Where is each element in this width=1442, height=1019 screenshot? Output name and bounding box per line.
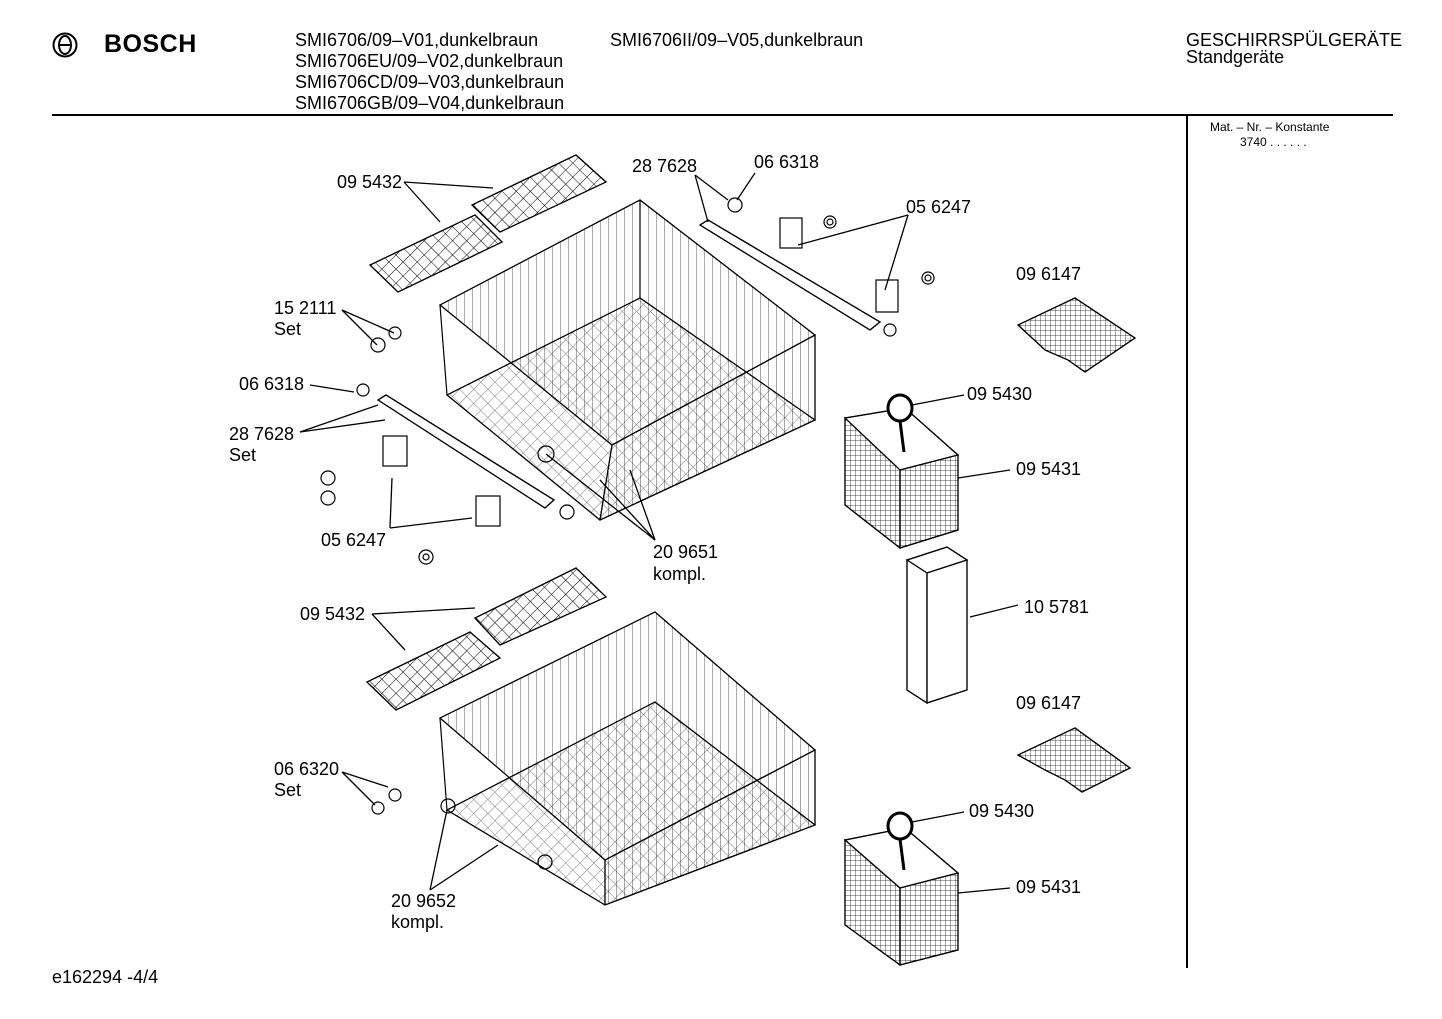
cup-shelf-graphic <box>474 567 608 646</box>
exploded-view-drawing <box>299 154 1137 967</box>
part-label-sub: Set <box>274 780 302 800</box>
part-label: 09 5432 <box>337 172 403 192</box>
model-line: SMI6706/09–V01,dunkelbraun <box>295 30 539 50</box>
category-title: GESCHIRRSPÜLGERÄTE <box>1186 30 1403 50</box>
leader-lines <box>299 172 1019 894</box>
part-label: 06 6318 <box>239 374 305 394</box>
header-rule <box>52 114 1393 116</box>
grid-insert-graphic <box>1016 727 1132 793</box>
tube-graphic <box>905 546 969 705</box>
part-label: 10 5781 <box>1024 597 1090 617</box>
part-label: 09 5432 <box>300 604 366 624</box>
part-label: 20 9651 <box>653 542 719 562</box>
part-label: 09 5430 <box>969 801 1035 821</box>
model-line: SMI6706II/09–V05,dunkelbraun <box>610 30 864 50</box>
brand-name: BOSCH <box>104 30 197 58</box>
part-label: 06 6320 <box>274 759 340 779</box>
upper-basket-graphic <box>438 199 817 522</box>
side-divider <box>1186 116 1188 968</box>
cutlery-basket-graphic <box>843 393 960 550</box>
part-label-sub: kompl. <box>653 564 707 584</box>
mat-nr-header: Mat. – Nr. – Konstante <box>1210 120 1330 134</box>
part-label-sub: Set <box>229 445 257 465</box>
model-line: SMI6706CD/09–V03,dunkelbraun <box>295 72 565 92</box>
bosch-armature-icon <box>52 32 78 58</box>
part-label: 28 7628 <box>229 424 295 444</box>
mat-nr-value: 3740 . . . . . . <box>1240 135 1307 149</box>
cup-shelf-graphic <box>368 214 504 293</box>
document-code: e162294 -4/4 <box>52 967 159 987</box>
part-label: 09 5431 <box>1016 459 1082 479</box>
cup-shelf-graphic <box>470 154 608 233</box>
bosch-logo <box>52 32 78 58</box>
part-label: 09 6147 <box>1016 264 1082 284</box>
part-label: 05 6247 <box>906 197 972 217</box>
part-label-sub: kompl. <box>391 912 445 932</box>
part-label: 20 9652 <box>391 891 457 911</box>
part-label: 09 6147 <box>1016 693 1082 713</box>
cup-shelf-graphic <box>365 631 502 711</box>
part-label: 28 7628 <box>632 156 698 176</box>
part-label: 06 6318 <box>754 152 820 172</box>
cutlery-basket-graphic <box>843 811 960 967</box>
part-label: 15 2111 <box>274 298 337 318</box>
category-subtitle: Standgeräte <box>1186 47 1285 67</box>
part-label: 09 5430 <box>967 384 1033 404</box>
part-label: 05 6247 <box>321 530 387 550</box>
part-label-sub: Set <box>274 319 302 339</box>
model-line: SMI6706GB/09–V04,dunkelbraun <box>295 93 565 113</box>
part-label: 09 5431 <box>1016 877 1082 897</box>
model-line: SMI6706EU/09–V02,dunkelbraun <box>295 51 564 71</box>
grid-insert-graphic <box>1016 297 1137 373</box>
lower-basket-graphic <box>438 611 817 906</box>
